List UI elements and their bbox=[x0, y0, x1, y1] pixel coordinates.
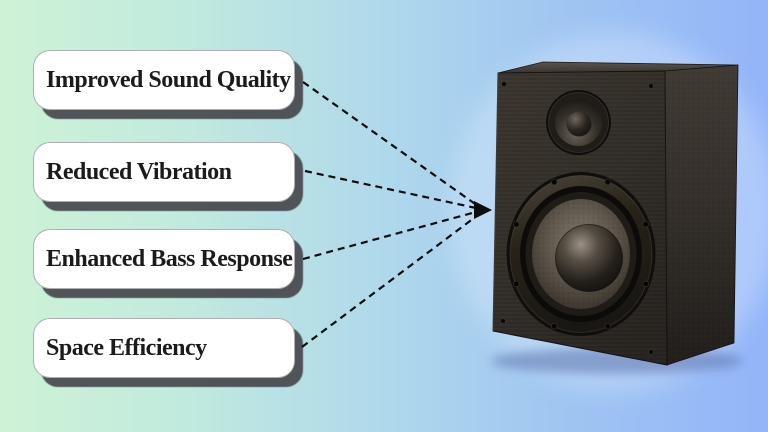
benefit-label: Reduced Vibration bbox=[46, 158, 232, 185]
speaker-side-texture bbox=[665, 65, 738, 365]
benefit-label: Space Efficiency bbox=[46, 334, 207, 361]
connector-line-1 bbox=[302, 81, 479, 207]
woofer-driver bbox=[506, 172, 656, 336]
connector-lines bbox=[301, 81, 479, 348]
connector-line-2 bbox=[304, 169, 477, 210]
speaker-image bbox=[449, 32, 768, 392]
benefit-label: Improved Sound Quality bbox=[46, 66, 291, 93]
benefit-box-enhanced-bass-response: Enhanced Bass Response bbox=[33, 229, 295, 289]
speaker-edge-highlight bbox=[492, 72, 499, 332]
woofer-ring-screws bbox=[513, 178, 649, 330]
tweeter-driver bbox=[546, 90, 611, 155]
benefit-box-space-efficiency: Space Efficiency bbox=[33, 318, 295, 378]
benefit-label: Enhanced Bass Response bbox=[46, 245, 293, 272]
arrowhead-icon bbox=[474, 201, 492, 219]
connector-line-3 bbox=[302, 210, 477, 261]
corner-screws bbox=[500, 81, 654, 355]
connector-line-4 bbox=[301, 214, 479, 348]
benefit-box-improved-sound-quality: Improved Sound Quality bbox=[33, 50, 295, 110]
benefit-box-reduced-vibration: Reduced Vibration bbox=[33, 142, 295, 202]
